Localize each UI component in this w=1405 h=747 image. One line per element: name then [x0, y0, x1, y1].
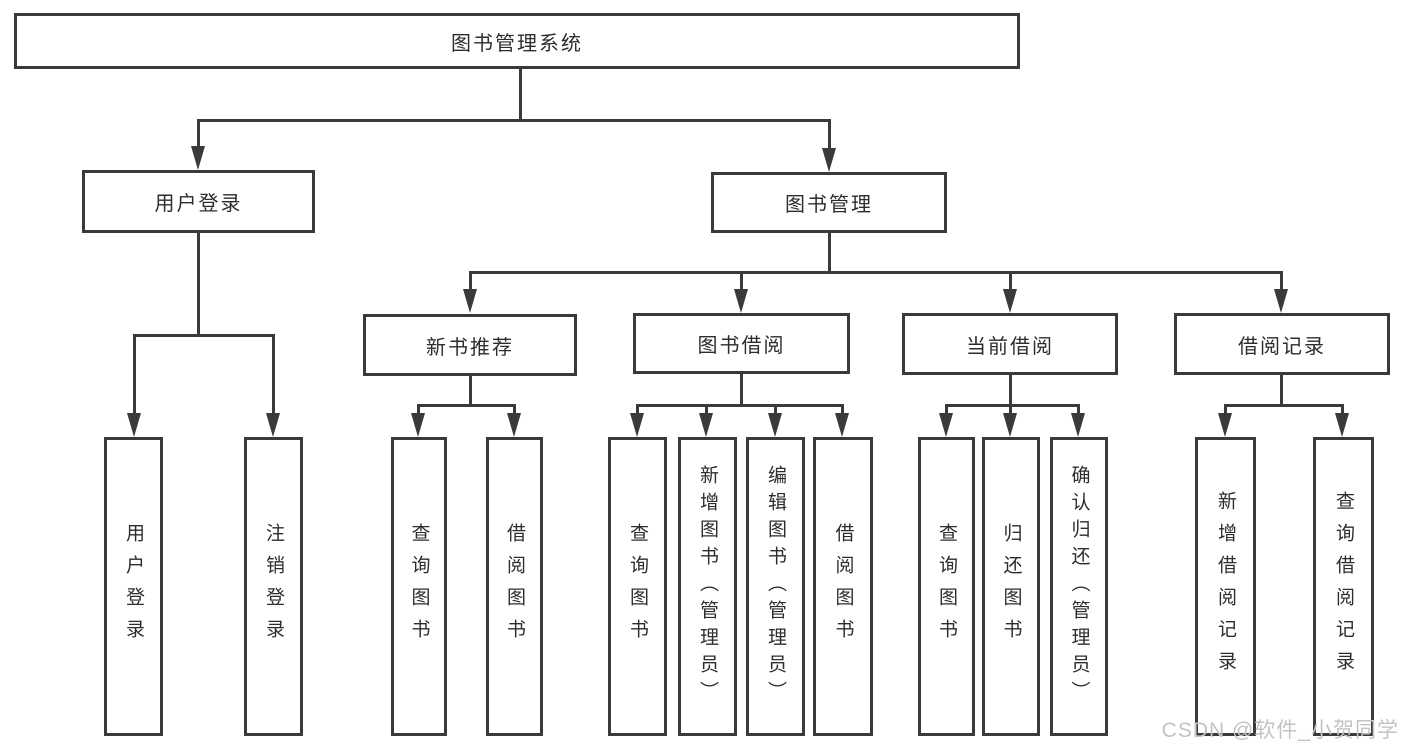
leaf-newrec-borrow-book: 借阅图书 [486, 437, 543, 736]
arrow-down-icon [1218, 413, 1232, 437]
conn-bookmgmt-drop [828, 233, 831, 274]
conn-root-hbar [197, 119, 831, 122]
leaf-borrow-borrow-book-label: 借阅图书 [832, 522, 854, 651]
conn-root-stub-right [828, 119, 831, 150]
leaf-edit-book-admin: 编辑图书（管理员） [746, 437, 805, 736]
node-book-borrow: 图书借阅 [633, 313, 850, 374]
arrow-down-icon [127, 413, 141, 437]
node-book-management-label: 图书管理 [785, 194, 873, 216]
conn-borrow-stub [705, 404, 708, 415]
node-new-book-recommend-label: 新书推荐 [426, 336, 514, 359]
leaf-confirm-return-admin-label: 确认归还（管理员） [1068, 465, 1090, 708]
conn-bookmgmt-stub [1009, 271, 1012, 291]
node-user-login-label: 用户登录 [154, 193, 243, 215]
arrow-down-icon [1003, 289, 1017, 313]
node-root-label: 图书管理系统 [451, 32, 583, 55]
arrow-down-icon [630, 413, 644, 437]
conn-borrow-stub [774, 404, 777, 415]
conn-newrec-drop [469, 376, 472, 407]
conn-record-stub [1224, 404, 1227, 415]
leaf-current-query-book-label: 查询图书 [936, 522, 957, 651]
leaf-add-borrow-record-label: 新增借阅记录 [1215, 490, 1236, 683]
conn-record-drop [1280, 375, 1283, 407]
conn-bookmgmt-stub [740, 271, 743, 291]
leaf-borrow-query-book-label: 查询图书 [627, 522, 648, 651]
conn-bookmgmt-hbar [469, 271, 1283, 274]
conn-record-hbar [1224, 404, 1344, 407]
arrow-down-icon [1335, 413, 1349, 437]
arrow-down-icon [768, 413, 782, 437]
leaf-borrow-query-book: 查询图书 [608, 437, 667, 736]
arrow-down-icon [507, 413, 521, 437]
leaf-borrow-borrow-book: 借阅图书 [813, 437, 873, 736]
conn-userlogin-stub [272, 334, 275, 413]
conn-newrec-stub [417, 404, 420, 415]
node-current-borrow-label: 当前借阅 [966, 335, 1054, 358]
conn-borrow-stub [841, 404, 844, 415]
leaf-query-borrow-record-label: 查询借阅记录 [1333, 490, 1354, 683]
conn-borrow-hbar [636, 404, 844, 407]
conn-current-hbar [945, 404, 1080, 407]
leaf-logout: 注销登录 [244, 437, 303, 736]
arrow-down-icon [835, 413, 849, 437]
leaf-return-book: 归还图书 [982, 437, 1040, 736]
leaf-add-book-admin-label: 新增图书（管理员） [697, 465, 718, 708]
conn-record-stub [1341, 404, 1344, 415]
conn-borrow-drop [740, 374, 743, 407]
node-borrow-record-label: 借阅记录 [1238, 335, 1326, 358]
conn-newrec-hbar [417, 404, 516, 407]
node-new-book-recommend: 新书推荐 [363, 314, 577, 376]
leaf-newrec-borrow-book-label: 借阅图书 [504, 522, 525, 651]
conn-current-drop [1009, 375, 1012, 407]
leaf-add-book-admin: 新增图书（管理员） [678, 437, 737, 736]
arrow-down-icon [822, 148, 836, 172]
arrow-down-icon [734, 289, 748, 313]
conn-current-stub [1077, 404, 1080, 415]
conn-bookmgmt-stub [469, 271, 472, 291]
conn-current-stub [945, 404, 948, 415]
node-root: 图书管理系统 [14, 13, 1020, 69]
leaf-current-query-book: 查询图书 [918, 437, 975, 736]
leaf-add-borrow-record: 新增借阅记录 [1195, 437, 1256, 736]
arrow-down-icon [1274, 289, 1288, 313]
arrow-down-icon [1071, 413, 1085, 437]
arrow-down-icon [939, 413, 953, 437]
conn-bookmgmt-stub [1280, 271, 1283, 291]
arrow-down-icon [463, 289, 477, 313]
leaf-return-book-label: 归还图书 [1000, 522, 1022, 651]
leaf-newrec-query-book-label: 查询图书 [408, 522, 430, 651]
leaf-logout-label: 注销登录 [263, 522, 284, 651]
conn-borrow-stub [636, 404, 639, 415]
node-current-borrow: 当前借阅 [902, 313, 1118, 375]
conn-userlogin-hbar [133, 334, 275, 337]
arrow-down-icon [699, 413, 713, 437]
arrow-down-icon [266, 413, 280, 437]
node-book-borrow-label: 图书借阅 [697, 335, 786, 357]
conn-root-stub-left [197, 119, 200, 148]
csdn-watermark: CSDN @软件_小贺同学 [1161, 719, 1399, 742]
leaf-query-borrow-record: 查询借阅记录 [1313, 437, 1374, 736]
leaf-user-login-label: 用户登录 [123, 522, 144, 651]
node-book-management: 图书管理 [711, 172, 947, 233]
leaf-edit-book-admin-label: 编辑图书（管理员） [765, 465, 786, 708]
conn-newrec-stub [513, 404, 516, 415]
leaf-confirm-return-admin: 确认归还（管理员） [1050, 437, 1108, 736]
conn-current-stub [1009, 404, 1012, 415]
conn-root-drop [519, 69, 522, 120]
conn-userlogin-stub [133, 334, 136, 413]
arrow-down-icon [411, 413, 425, 437]
node-user-login: 用户登录 [82, 170, 315, 233]
leaf-user-login: 用户登录 [104, 437, 163, 736]
leaf-newrec-query-book: 查询图书 [391, 437, 447, 736]
arrow-down-icon [1003, 413, 1017, 437]
node-borrow-record: 借阅记录 [1174, 313, 1390, 375]
conn-userlogin-drop [197, 233, 200, 337]
arrow-down-icon [191, 146, 205, 170]
